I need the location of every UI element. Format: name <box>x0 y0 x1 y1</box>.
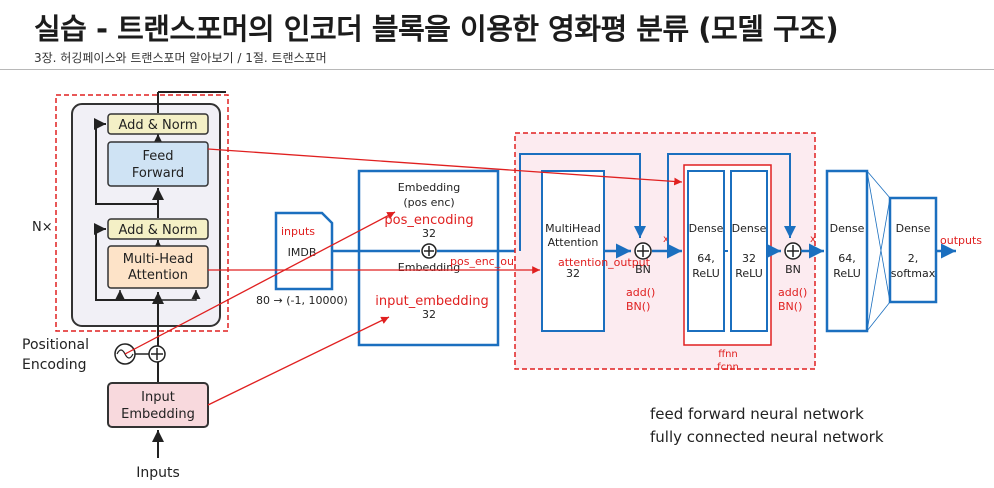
encoder-dashed-frame <box>55 94 229 332</box>
map-ff-to-ffnn <box>207 148 683 186</box>
mha-label-1: MultiHead <box>545 222 601 235</box>
input-embedding-label-2: Embedding <box>121 407 195 422</box>
dense2-label-1: Dense <box>732 222 767 235</box>
map-input-embedding <box>207 316 390 406</box>
feed-forward-label-2: Forward <box>132 166 184 181</box>
add-norm-bottom-label: Add & Norm <box>118 223 197 238</box>
note-fcnn: fully connected neural network <box>650 428 884 446</box>
pos-embedding-title-2: (pos enc) <box>403 196 454 209</box>
feed-forward-label-1: Feed <box>142 149 173 164</box>
mha-box <box>541 170 605 332</box>
model-diagram: inputs IMDB 80 → (-1, 10000) Embedding (… <box>124 132 982 406</box>
dense3-box <box>825 169 869 333</box>
positional-encoding-label-1: Positional <box>22 337 89 353</box>
attention-output-label: attention_output <box>558 256 651 269</box>
dense2-box <box>730 170 768 332</box>
dense4-label-3: softmax <box>891 267 936 280</box>
emb-dim: 32 <box>422 308 436 321</box>
positional-encoding-label-2: Encoding <box>22 357 87 373</box>
add-norm-bottom-box <box>107 218 209 240</box>
shape-note: 80 → (-1, 10000) <box>256 294 348 307</box>
transformer-encoder-figure: Add & Norm Feed Forward Add & Norm Multi… <box>22 91 229 481</box>
add-bn2-note-1: add() <box>778 286 807 299</box>
multi-head-label-1: Multi-Head <box>123 252 193 267</box>
dense3-label-3: ReLU <box>833 267 861 280</box>
dense1-box <box>687 170 725 332</box>
embedding-title: Embedding <box>398 261 460 274</box>
imdb-label: IMDB <box>288 246 317 259</box>
inputs-red-label: inputs <box>281 225 315 238</box>
pos-dim: 32 <box>422 227 436 240</box>
mha-label-2: Attention <box>548 236 599 249</box>
add-bn1-note-2: BN() <box>626 300 650 313</box>
page-title: 실습 - 트랜스포머의 인코더 블록을 이용한 영화평 분류 (모델 구조) <box>34 12 839 46</box>
add-bn1-note-1: add() <box>626 286 655 299</box>
add-norm-top-box <box>107 113 209 135</box>
header-divider <box>0 69 994 70</box>
pos-encoding-label: pos_encoding <box>384 213 473 228</box>
ffnn-label-2: fcnn <box>717 362 739 373</box>
note-ffnn: feed forward neural network <box>650 405 864 423</box>
dense4-box <box>888 196 938 304</box>
inputs-label: Inputs <box>136 465 180 481</box>
outputs-label: outputs <box>940 234 982 247</box>
dense1-label-2: 64, <box>697 252 715 265</box>
map-pos-enc <box>124 211 396 355</box>
x1-label: x <box>663 234 669 245</box>
dense1-label-3: ReLU <box>692 267 720 280</box>
dense2-label-2: 32 <box>742 252 756 265</box>
breadcrumb: 3장. 허깅페이스와 트랜스포머 알아보기 / 1절. 트랜스포머 <box>34 51 327 65</box>
dense2-label-3: ReLU <box>735 267 763 280</box>
input-embedding-red-label: input_embedding <box>375 294 488 309</box>
x2-label: x <box>810 234 816 245</box>
add-norm-top-label: Add & Norm <box>118 118 197 133</box>
bn1-label: BN <box>635 263 651 276</box>
pos-embedding-title-1: Embedding <box>398 181 460 194</box>
dense3-label-1: Dense <box>830 222 865 235</box>
multi-head-attention-box <box>107 245 209 289</box>
mha-dim: 32 <box>566 267 580 280</box>
add-bn2-note-2: BN() <box>778 300 802 313</box>
nx-label: N× <box>32 220 53 235</box>
ffnn-label-1: ffnn <box>718 349 738 360</box>
dense1-label-1: Dense <box>689 222 724 235</box>
multi-head-label-2: Attention <box>128 268 188 283</box>
feed-forward-box <box>107 141 209 187</box>
dense3-label-2: 64, <box>838 252 856 265</box>
encoder-block <box>71 103 221 327</box>
dense4-label-2: 2, <box>908 252 919 265</box>
bn2-label: BN <box>785 263 801 276</box>
input-embedding-label-1: Input <box>141 390 175 405</box>
dense4-label-1: Dense <box>896 222 931 235</box>
